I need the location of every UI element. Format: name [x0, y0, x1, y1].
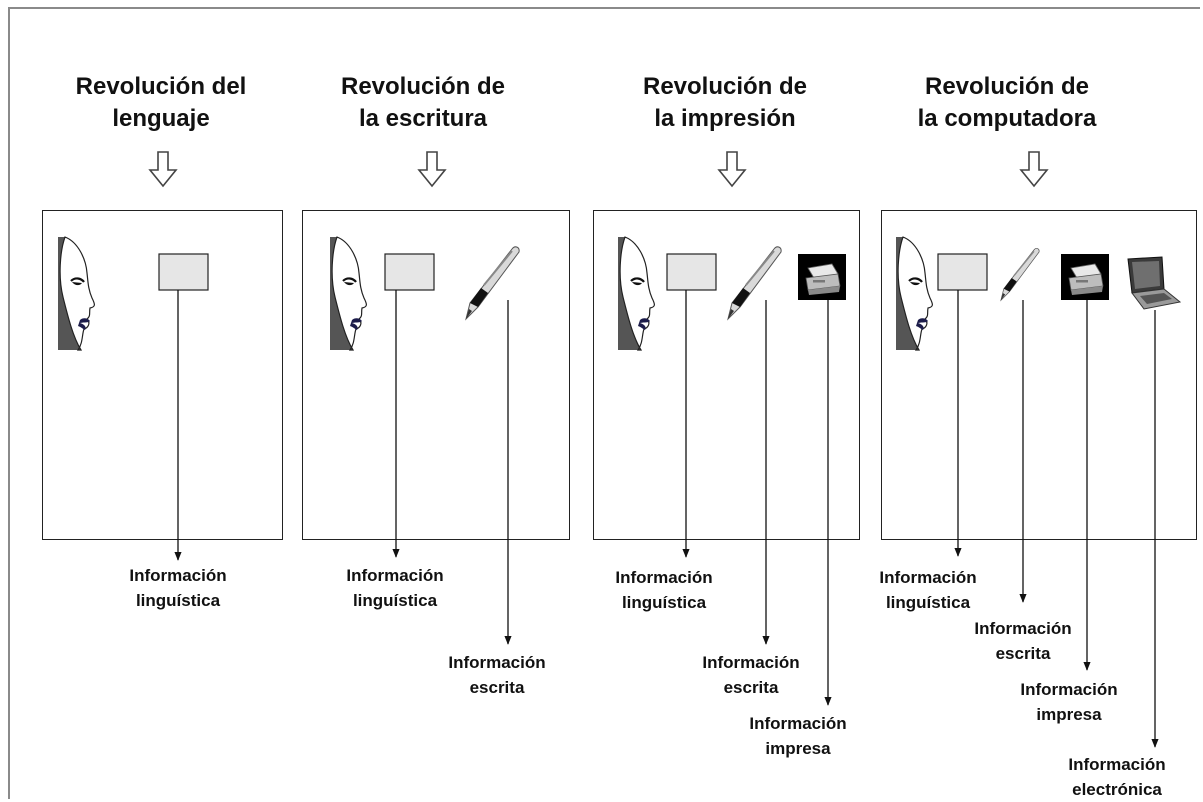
- down-arrow-icon: [1020, 151, 1048, 187]
- figure-frame: [8, 7, 1200, 799]
- speech-box-icon: [666, 253, 717, 291]
- face-profile-icon: [616, 235, 656, 352]
- label-linguistica-1: Información linguística: [129, 566, 227, 610]
- title-computadora: Revolución de la computadora: [917, 73, 1097, 132]
- title-impresion: Revolución de la impresión: [642, 73, 808, 132]
- printer-icon: [1060, 253, 1110, 301]
- title-lenguaje: Revolución del lenguaje: [75, 73, 247, 132]
- title-escritura: Revolución de la escritura: [340, 73, 506, 132]
- face-profile-icon: [56, 235, 96, 352]
- label-electronica-4: Información electrónica: [1068, 755, 1166, 799]
- label-escrita-4: Información escrita: [974, 619, 1072, 663]
- label-linguistica-2: Información linguística: [346, 566, 444, 610]
- down-arrow-icon: [718, 151, 746, 187]
- face-profile-icon: [328, 235, 368, 352]
- panel-escritura: [302, 210, 570, 540]
- label-impresa-4: Información impresa: [1020, 680, 1118, 724]
- label-impresa-3: Información impresa: [749, 714, 847, 758]
- pen-icon: [727, 245, 783, 320]
- down-arrow-icon: [149, 151, 177, 187]
- label-linguistica-4: Información linguística: [879, 568, 977, 612]
- pen-icon: [465, 245, 521, 320]
- label-linguistica-3: Información linguística: [615, 568, 713, 612]
- pen-icon: [1000, 247, 1040, 301]
- down-arrow-icon: [418, 151, 446, 187]
- printer-icon: [797, 253, 847, 301]
- speech-box-icon: [937, 253, 988, 291]
- speech-box-icon: [158, 253, 209, 291]
- speech-box-icon: [384, 253, 435, 291]
- label-escrita-3: Información escrita: [702, 653, 800, 697]
- label-escrita-2: Información escrita: [448, 653, 546, 697]
- face-profile-icon: [894, 235, 934, 352]
- laptop-icon: [1127, 256, 1181, 310]
